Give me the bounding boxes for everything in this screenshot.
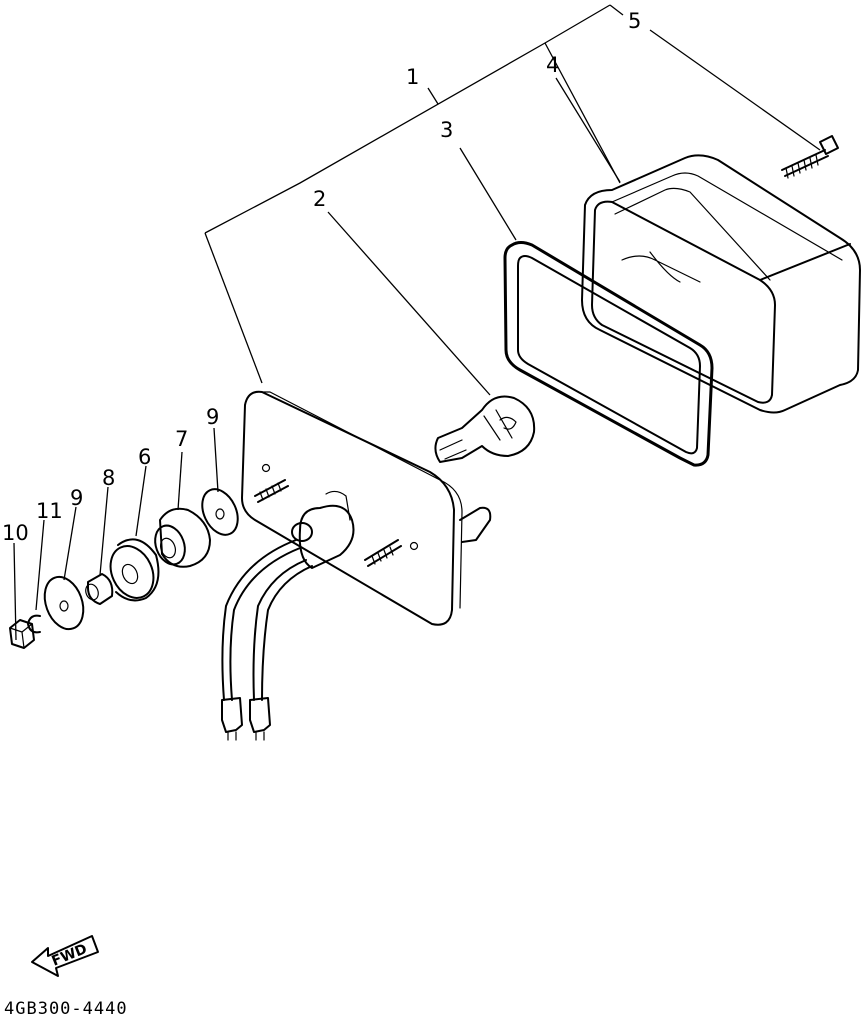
- spacer-part-8: [85, 573, 114, 605]
- callout-10: 10: [2, 521, 29, 545]
- callout-6: 6: [138, 445, 151, 469]
- lens-housing-part-4: [581, 154, 861, 414]
- assembly-bracket-lines: [204, 4, 624, 384]
- callout-8: 8: [102, 466, 115, 490]
- callout-11: 11: [36, 499, 63, 523]
- nut-part-10: [9, 619, 35, 649]
- grommet-part-7: [154, 507, 211, 568]
- callout-5: 5: [628, 9, 641, 33]
- collar-part-6: [109, 538, 160, 602]
- lock-washer-part-11: [27, 614, 41, 634]
- bulb-part-2: [434, 395, 536, 463]
- callout-3: 3: [440, 118, 453, 142]
- screw-part-5: [781, 135, 839, 179]
- lamp-base-plate: [221, 390, 492, 741]
- callout-9-upper: 9: [206, 405, 219, 429]
- gasket-part-3: [503, 241, 714, 467]
- washer-part-9-upper: [201, 488, 239, 536]
- callout-labels: 1 2 3 4 5 6 7 8 9 9 10 11: [2, 9, 641, 545]
- callout-9-lower: 9: [70, 486, 83, 510]
- callout-2: 2: [313, 187, 326, 211]
- fwd-arrow-icon: FWD: [31, 935, 99, 977]
- callout-1: 1: [406, 65, 419, 89]
- callout-4: 4: [546, 53, 559, 77]
- washer-part-9-lower: [43, 575, 85, 631]
- callout-7: 7: [175, 427, 188, 451]
- diagram-code: 4GB300-4440: [4, 999, 128, 1019]
